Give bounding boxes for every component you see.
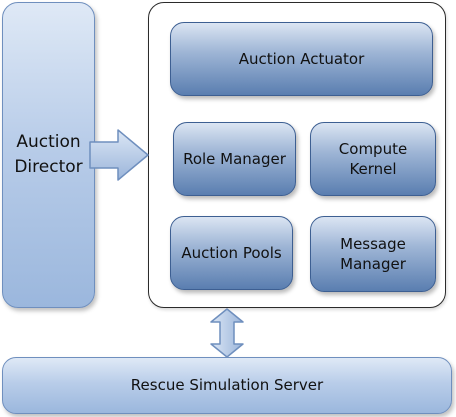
message-manager-box: Message Manager (310, 216, 436, 292)
auction-actuator-box: Auction Actuator (170, 22, 433, 96)
auction-pools-label: Auction Pools (181, 243, 282, 262)
auction-director-box: Auction Director (2, 2, 95, 308)
role-manager-label: Role Manager (183, 149, 286, 168)
rescue-simulation-server-box: Rescue Simulation Server (2, 357, 452, 414)
role-manager-box: Role Manager (173, 122, 296, 196)
compute-kernel-label: Compute Kernel (338, 139, 408, 178)
auction-pools-box: Auction Pools (170, 216, 293, 290)
container-server-double-arrow (210, 308, 244, 358)
auction-director-label: Auction Director (14, 132, 83, 177)
auction-actuator-label: Auction Actuator (238, 49, 365, 68)
director-to-container-arrow (89, 129, 149, 181)
rescue-simulation-server-label: Rescue Simulation Server (130, 376, 324, 395)
message-manager-label: Message Manager (340, 234, 406, 273)
compute-kernel-box: Compute Kernel (310, 122, 436, 196)
